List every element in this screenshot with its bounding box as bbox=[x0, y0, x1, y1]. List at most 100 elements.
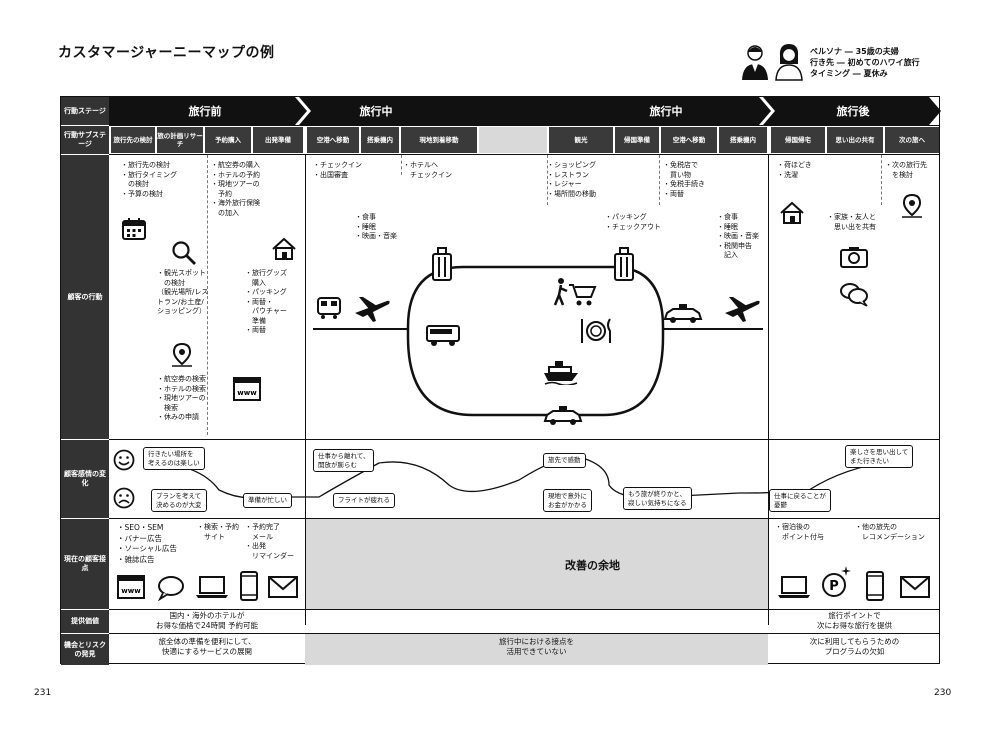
row-label-offer: 提供価値 bbox=[61, 610, 109, 633]
offer-left: 国内・海外のホテルが お得な価格で24時間 予約可能 bbox=[156, 611, 258, 630]
laptop-icon bbox=[196, 576, 228, 598]
substage: 旅行先の検討 bbox=[111, 127, 155, 153]
journey-map-table: 行動ステージ 行動サブステージ 顧客の行動 顧客感情の変化 現在の顧客接点 提供… bbox=[60, 96, 941, 665]
substage: 予約購入 bbox=[205, 127, 251, 153]
substage: 空港へ移動 bbox=[661, 127, 717, 153]
behavior-list: ・パッキング・チェックアウト bbox=[605, 213, 661, 231]
emotion-note: 現地で意外に お金がかかる bbox=[543, 489, 592, 512]
substage: 現地到着移動 bbox=[401, 127, 477, 153]
behavior-list: ・食事・睡眠・映画・音楽 bbox=[355, 213, 397, 240]
persona-line: 行き先 ― 初めてのハワイ旅行 bbox=[810, 58, 920, 67]
emotion-note: 行きたい場所を 考えるのは楽しい bbox=[143, 447, 205, 470]
touchpoint-list: ・予約完了 メール・出発 リマインダー bbox=[245, 523, 294, 560]
substage: 次の旅へ bbox=[885, 127, 939, 153]
train-icon bbox=[317, 297, 341, 319]
emotion-note: プランを考えて 決めるのが大変 bbox=[151, 489, 207, 512]
row-divider bbox=[109, 154, 939, 155]
meal-icon bbox=[581, 318, 611, 343]
improvement-label: 改善の余地 bbox=[565, 559, 620, 572]
point-coin-icon: P bbox=[822, 566, 851, 597]
emotion-note: 仕事に戻ることが 憂鬱 bbox=[769, 489, 831, 512]
airplane-icon bbox=[725, 297, 760, 322]
calendar-icon bbox=[122, 218, 146, 240]
behavior-list: ・旅行グッズ 購入・パッキング・両替・ パウチャー 準備・両替 bbox=[245, 269, 287, 334]
behavior-list: ・観光スポット の検討（観光場所/レストラン/お土産/ショッピング） bbox=[157, 269, 209, 315]
touchpoint-list: ・他の旅先の レコメンデーション bbox=[855, 523, 925, 541]
column-divider bbox=[207, 155, 208, 435]
gap-area bbox=[305, 519, 768, 609]
row-label-behavior: 顧客の行動 bbox=[61, 155, 109, 439]
row-divider bbox=[109, 439, 939, 440]
substage: 出発準備 bbox=[253, 127, 303, 153]
taxi-icon bbox=[663, 304, 703, 323]
svg-text:P: P bbox=[829, 579, 839, 594]
camera-icon bbox=[840, 247, 868, 268]
row-label-opportunity: 機会とリスクの発見 bbox=[61, 634, 109, 665]
behavior-list: ・航空券の購入・ホテルの予約・現地ツアーの 予約・海外旅行保険 の加入 bbox=[211, 161, 260, 217]
smartphone-icon bbox=[240, 571, 258, 601]
smile-icon bbox=[113, 449, 135, 471]
person-icon bbox=[742, 45, 768, 80]
behavior-list: ・ホテルへ チェックイン bbox=[403, 161, 452, 179]
frown-icon bbox=[113, 487, 135, 509]
map-pin-icon bbox=[902, 193, 922, 218]
offer-right: 旅行ポイントで 次にお得な旅行を提供 bbox=[817, 611, 892, 630]
shopping-cart-icon bbox=[553, 278, 597, 306]
stage-during: 旅行中 bbox=[359, 104, 393, 118]
substage: 思い出の共有 bbox=[827, 127, 883, 153]
persona-line: タイミング ― 夏休み bbox=[810, 69, 888, 78]
home-icon bbox=[272, 237, 296, 260]
column-divider bbox=[401, 155, 402, 175]
page-title: カスタマージャーニーマップの例 bbox=[58, 45, 275, 61]
bus-icon bbox=[426, 325, 460, 346]
search-icon bbox=[172, 241, 196, 265]
behavior-list: ・荷ほどき・洗濯 bbox=[777, 161, 812, 179]
airplane-icon bbox=[355, 297, 390, 322]
substage-gap bbox=[479, 127, 547, 153]
emotion-note: 仕事から離れて、 開放が膨らむ bbox=[313, 449, 375, 472]
persona-info: ペルソナ ― 35歳の夫婦 行き先 ― 初めてのハワイ旅行 タイミング ― 夏休… bbox=[810, 46, 920, 79]
touchpoint-list: ・検索・予約 サイト bbox=[197, 523, 239, 541]
row-divider bbox=[109, 609, 939, 610]
substage: 空港へ移動 bbox=[307, 127, 359, 153]
chat-icon bbox=[157, 576, 184, 601]
chat-icon bbox=[840, 283, 868, 307]
behavior-list: ・ショッピング・レストラン・レジャー・場所間の移動 bbox=[547, 161, 596, 198]
substage: 帰国準備 bbox=[615, 127, 659, 153]
ship-icon bbox=[544, 361, 578, 385]
laptop-icon bbox=[778, 576, 810, 598]
stage-before: 旅行前 bbox=[188, 104, 222, 118]
person-icon bbox=[775, 44, 803, 81]
emotion-note: もう旅が終りかと、 寂しい気持ちになる bbox=[623, 487, 692, 510]
substage: 観光 bbox=[549, 127, 613, 153]
row-label-stage: 行動ステージ bbox=[61, 97, 109, 125]
map-pin-icon bbox=[172, 342, 192, 367]
substage: 旅の計画リサーチ bbox=[157, 127, 203, 153]
row-label-touchpoints: 現在の顧客接点 bbox=[61, 519, 109, 609]
substage: 帰国帰宅 bbox=[771, 127, 825, 153]
opportunity-middle: 旅行中における接点を 活用できていない bbox=[499, 637, 574, 656]
stage-during: 旅行中 bbox=[649, 104, 683, 118]
gap-area bbox=[305, 634, 768, 665]
svg-text:www: www bbox=[121, 587, 141, 595]
luggage-icon bbox=[432, 247, 452, 281]
persona-line: ペルソナ ― 35歳の夫婦 bbox=[810, 47, 899, 56]
stage-arrows bbox=[109, 97, 941, 125]
behavior-list: ・家族・友人と 思い出を共有 bbox=[827, 213, 876, 231]
column-divider bbox=[659, 155, 660, 205]
row-label-emotion: 顧客感情の変化 bbox=[61, 440, 109, 518]
page-number-left: 231 bbox=[34, 688, 52, 698]
touchpoint-list: ・SEO・SEM・バナー広告・ソーシャル広告・雑誌広告 bbox=[117, 523, 177, 564]
row-divider bbox=[109, 125, 939, 126]
stage-after: 旅行後 bbox=[836, 104, 870, 118]
page-number-right: 230 bbox=[934, 688, 952, 698]
row-label-substage: 行動サブステージ bbox=[61, 126, 109, 154]
emotion-note: 準備が忙しい bbox=[243, 493, 292, 508]
travel-loop bbox=[313, 265, 763, 417]
opportunity-right: 次に利用してもらうための プログラムの欠如 bbox=[809, 637, 900, 656]
home-icon bbox=[780, 201, 804, 224]
behavior-list: ・免税店で 買い物・免税手続き・両替 bbox=[663, 161, 705, 198]
behavior-list: ・旅行先の検討・旅行タイミング の検討・予算の検討 bbox=[121, 161, 177, 198]
smartphone-icon bbox=[866, 571, 884, 601]
behavior-list: ・チェックイン・出国審査 bbox=[313, 161, 362, 179]
